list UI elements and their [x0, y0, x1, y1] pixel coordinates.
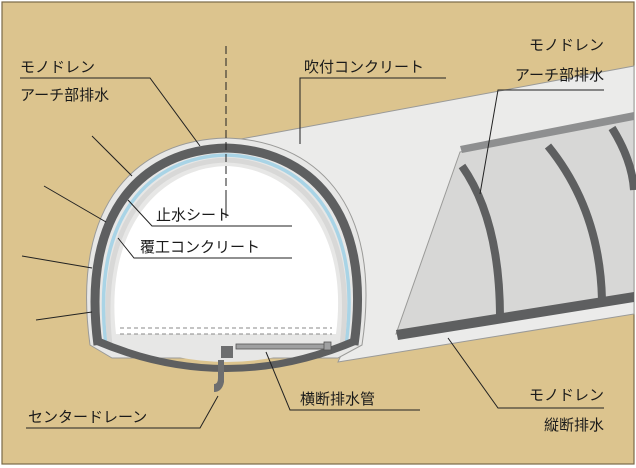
label-long-drain-2: 縦断排水	[544, 416, 604, 434]
leader-arch-right	[479, 89, 604, 195]
leader-lines	[20, 77, 604, 429]
leader-hatch-3	[21, 255, 93, 269]
tunnel-opening	[114, 166, 339, 334]
leader-hatch-4	[35, 311, 93, 321]
leader-cross-drain	[265, 351, 420, 411]
arch-drain-rib-3	[608, 125, 636, 191]
label-center-drain: センタードレーン	[28, 408, 147, 426]
center-drain-box	[221, 346, 233, 358]
leader-hatch-1	[91, 135, 133, 177]
cross-drain-pipe-shape	[235, 343, 329, 350]
arch-drain-rib-2	[544, 143, 606, 301]
label-waterproof-sheet: 止水シート	[156, 206, 231, 224]
leader-arch-left	[20, 77, 201, 147]
cross-drain-pipe-cap	[323, 341, 332, 351]
label-arch-drain-left-1: モノドレン	[20, 58, 95, 76]
label-arch-drain-left-2: アーチ部排水	[20, 86, 109, 104]
tunnel-invert	[94, 338, 358, 372]
label-shotcrete: 吹付コンクリート	[304, 58, 424, 76]
label-lining-concrete: 覆工コンクリート	[140, 238, 260, 256]
leader-lining	[117, 237, 292, 259]
label-long-drain-1: モノドレン	[529, 386, 604, 404]
label-arch-drain-right-1: モノドレン	[529, 36, 604, 54]
leader-shotcrete	[299, 77, 446, 144]
arch-drain-rib-1	[458, 163, 504, 319]
center-drain-pipe	[214, 360, 224, 392]
label-arch-drain-right-2: アーチ部排水	[515, 66, 604, 84]
leader-center-drain	[26, 395, 219, 429]
leader-long-drain	[447, 337, 604, 409]
label-cross-drain-pipe: 横断排水管	[300, 390, 375, 408]
longitudinal-drain-band	[396, 292, 634, 340]
leader-waterproof	[127, 199, 292, 227]
leader-hatch-2	[43, 185, 107, 223]
tube-cut-edge	[460, 112, 634, 153]
